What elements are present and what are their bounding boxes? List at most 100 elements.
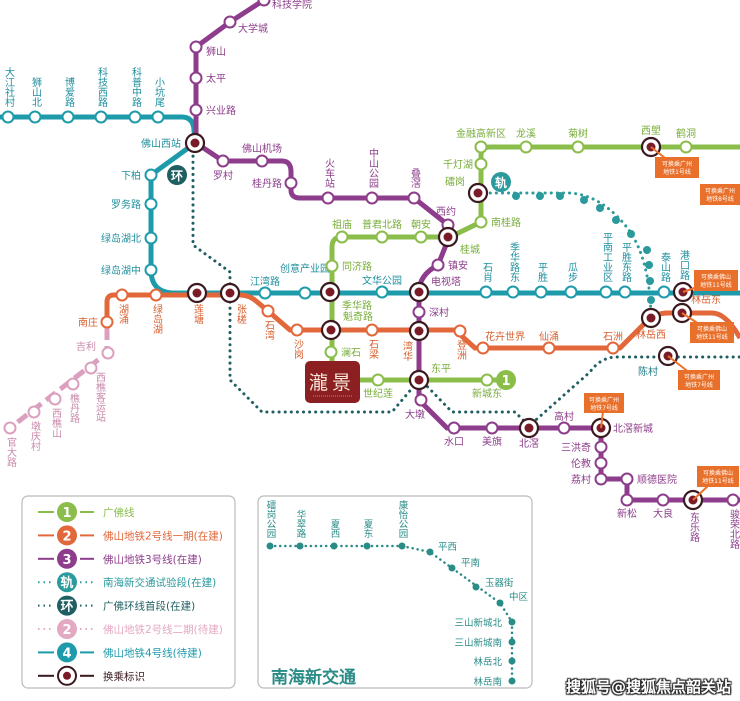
legend-badge [57, 548, 77, 569]
station: 下柏 [121, 168, 158, 182]
station-label: 科技学院 [272, 0, 312, 11]
station-label: 同济路 [342, 260, 372, 273]
station-label: 张槎 [235, 304, 247, 325]
station-label: 火车站 [323, 158, 335, 189]
legend-badge-text: 3 [62, 553, 71, 568]
nanhai-station: 林岳南 [473, 676, 516, 688]
station-marker [101, 346, 115, 360]
station: 火车站 [321, 158, 335, 205]
station: 狮山北 [28, 76, 42, 124]
transfer-tags: 可换乘广州地铁1号线可换乘广州地铁8号线可换乘佛山地铁11号线可换乘佛山地铁11… [584, 146, 740, 501]
legend-badge [57, 502, 77, 522]
station-marker [100, 315, 114, 329]
station-marker [474, 140, 488, 154]
station-marker [189, 103, 203, 117]
rail-trial-dots [512, 192, 655, 304]
legend-badge-text: 4 [62, 646, 71, 661]
station-marker [534, 285, 548, 299]
station: 花卉世界 [476, 330, 525, 355]
station: 绿岛湖北 [101, 231, 158, 245]
station-marker [453, 324, 467, 338]
station-marker [1, 110, 15, 124]
station-label: 沙岗 [292, 339, 304, 359]
station-marker [620, 472, 634, 486]
station: 江湾路 [250, 275, 280, 300]
rail-badge: 轨 [491, 172, 511, 192]
station-marker [656, 493, 670, 507]
station-marker [508, 618, 516, 626]
station: 狮山 [189, 40, 226, 58]
station: 大墩 [405, 393, 428, 421]
station: 鹤洞 [676, 127, 696, 154]
interchange-dot [225, 288, 235, 298]
interchange-station: 西塱 [640, 124, 662, 158]
station: 新城东 [472, 373, 502, 400]
station-marker [66, 377, 80, 391]
legend-badge [57, 525, 77, 546]
legend-badge [57, 642, 77, 663]
station-marker [128, 110, 142, 124]
station-label: 科普中路 [130, 66, 142, 108]
station: 创意产业园 [280, 262, 330, 300]
station-label: 大良 [653, 507, 673, 520]
interchange-dot [473, 188, 483, 198]
station: 大学城 [223, 15, 268, 35]
station-label: 吉利 [76, 341, 96, 353]
station-label: 林岳北 [473, 656, 502, 668]
nanhai-station: 平南 [448, 557, 480, 572]
station-label: 下柏 [121, 169, 141, 182]
station-label: 三山新城北 [454, 617, 502, 629]
line4-route [0, 114, 740, 296]
station-label: 东乐路 [688, 511, 700, 543]
station-label: 港口路 [678, 250, 690, 281]
station: 仙涌 [539, 330, 559, 355]
station-label: 罗村 [213, 169, 233, 182]
interchange-station: 礌岗 [445, 176, 489, 204]
station-label: 仙涌 [539, 330, 559, 343]
interchange-station: 林岳西 [636, 307, 666, 341]
station: 科技学院 [257, 0, 312, 11]
station-label: 深村 [429, 306, 449, 319]
line1-badge-text: 1 [501, 374, 510, 389]
station: 菊树 [568, 127, 588, 154]
station-label: 普君北路 [362, 218, 402, 231]
station: 金融高新区 [456, 127, 506, 154]
station-label: 澜石 [341, 347, 361, 359]
station-marker [298, 286, 312, 300]
station-marker [398, 542, 406, 550]
station-marker [480, 373, 494, 387]
station-marker [519, 140, 533, 154]
interchange-station: 湾华 [401, 320, 430, 362]
station-label: 魁奇路 [343, 310, 373, 323]
station-label: 南桂路 [491, 216, 521, 229]
legend-item: 环广佛环线首段(在建) [38, 595, 195, 616]
nanhai-station: 中区 [496, 591, 529, 607]
station: 沙岗 [290, 323, 304, 359]
interchange-dot [325, 287, 335, 297]
stations-layer: 大江社村狮山北博爱路科技西路科普中路小坑尾佛山西站下柏罗务路绿岛湖北绿岛湖中江湾… [1, 0, 740, 550]
rail-trial-line [476, 191, 653, 320]
station: 石湾 [261, 304, 275, 341]
station-marker [375, 285, 389, 299]
legend-badge-text: 1 [62, 506, 71, 521]
legend-label: 南海新交通试验段(在建) [103, 576, 216, 589]
station: 千灯湖 [443, 157, 488, 171]
station-label: 菊树 [568, 127, 588, 140]
transfer-tag-line1: 可换乘广州 [684, 373, 714, 381]
station-label: 伦教 [571, 457, 591, 470]
station-marker [94, 110, 108, 124]
station: 骏荣北路 [726, 493, 740, 550]
station: 罗村 [213, 154, 233, 182]
station: 平胜东路 [618, 242, 632, 299]
transfer-tag-line1: 可换乘佛山 [697, 325, 727, 333]
station-marker [599, 285, 613, 299]
station-label: 石梁 [367, 339, 379, 360]
station-marker [325, 259, 339, 273]
